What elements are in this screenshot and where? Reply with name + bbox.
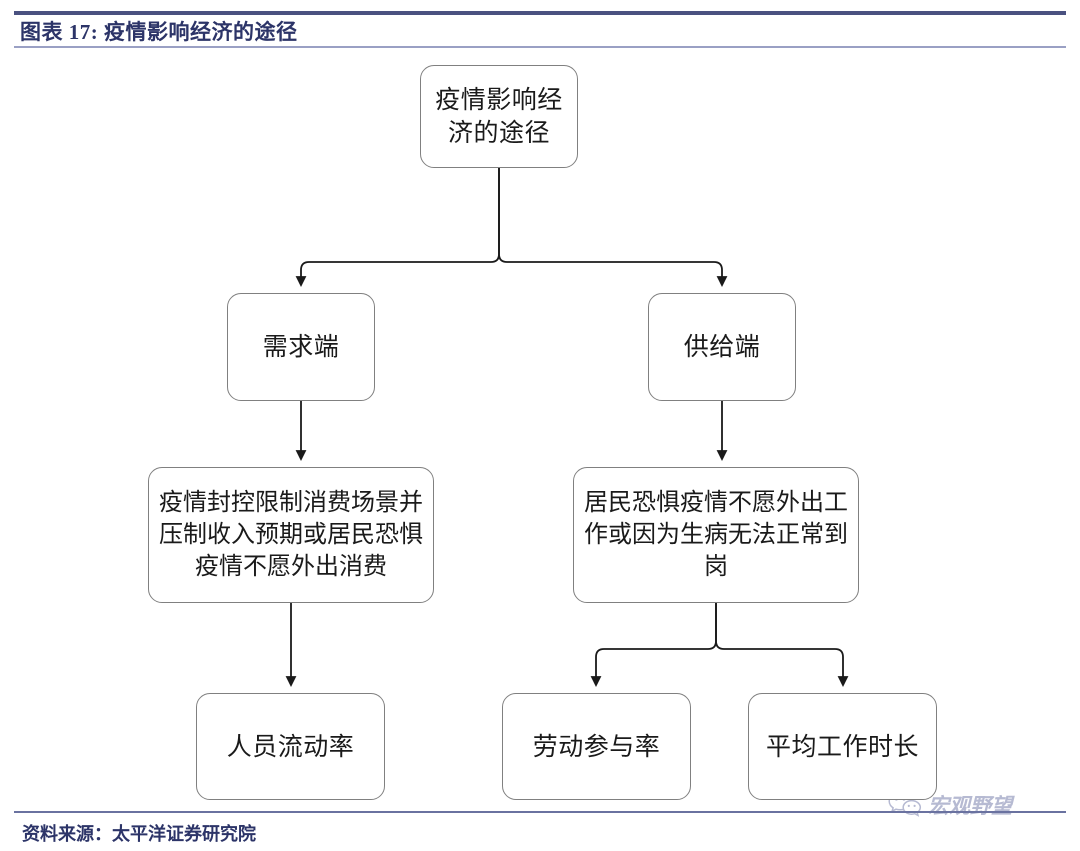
flow-node-supply-detail[interactable]: 居民恐惧疫情不愿外出工作或因为生病无法正常到岗 — [573, 467, 859, 603]
header-bottom-rule — [14, 46, 1066, 48]
flow-node-demand-detail[interactable]: 疫情封控限制消费场景并压制收入预期或居民恐惧疫情不愿外出消费 — [148, 467, 434, 603]
watermark-text: 宏观野望 — [928, 794, 1012, 818]
page-title: 图表 17: 疫情影响经济的途径 — [20, 20, 298, 44]
flow-node-supply-label: 供给端 — [683, 332, 761, 361]
flow-node-root[interactable]: 疫情影响经济的途径 — [420, 65, 578, 168]
header-top-rule — [14, 11, 1066, 15]
edge-supply-detail-to-hours — [715, 603, 849, 687]
edge-supply-detail-to-lfpr — [590, 603, 717, 687]
flow-node-demand-label: 需求端 — [262, 332, 340, 361]
flow-node-mobility-label: 人员流动率 — [226, 731, 355, 761]
source-note: 资料来源：太平洋证券研究院 — [22, 824, 256, 844]
edge-root-to-demand — [295, 168, 500, 287]
flow-node-mobility[interactable]: 人员流动率 — [196, 693, 385, 800]
flow-node-labor-participation-label: 劳动参与率 — [532, 731, 661, 761]
flow-node-labor-participation[interactable]: 劳动参与率 — [502, 693, 691, 800]
flow-node-demand[interactable]: 需求端 — [227, 293, 375, 401]
flow-node-working-hours-label: 平均工作时长 — [765, 731, 919, 761]
flow-node-demand-detail-label: 疫情封控限制消费场景并压制收入预期或居民恐惧疫情不愿外出消费 — [159, 488, 423, 580]
edge-root-to-supply — [498, 168, 728, 287]
flow-node-supply[interactable]: 供给端 — [648, 293, 796, 401]
footer-rule — [14, 811, 1066, 813]
flow-node-root-label: 疫情影响经济的途径 — [435, 85, 563, 147]
flow-node-supply-detail-label: 居民恐惧疫情不愿外出工作或因为生病无法正常到岗 — [584, 488, 848, 580]
flow-node-working-hours[interactable]: 平均工作时长 — [748, 693, 937, 800]
